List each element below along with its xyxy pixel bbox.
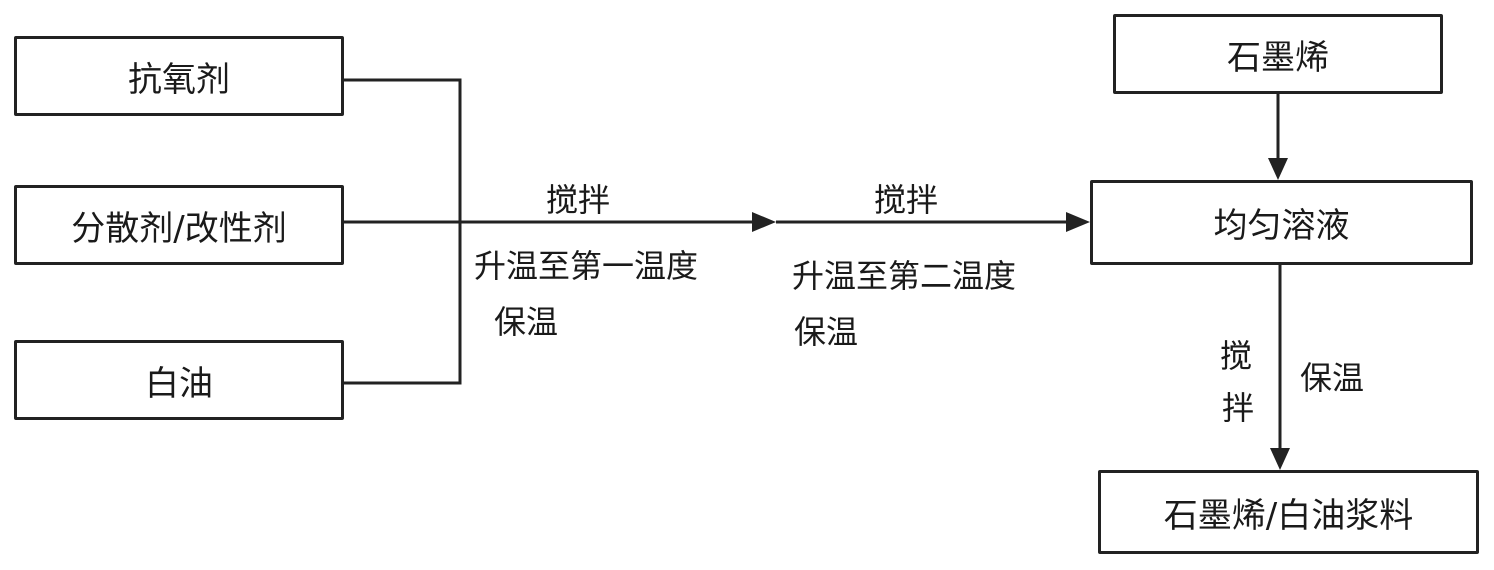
step3-stir-char1: 搅 — [1220, 337, 1253, 375]
step1-heat-label: 升温至第一温度 — [474, 247, 699, 285]
box-label: 分散剂/改性剂 — [71, 208, 287, 249]
box-label: 抗氧剂 — [128, 59, 230, 100]
box-label: 白油 — [145, 363, 213, 404]
step1-hold-label: 保温 — [494, 303, 559, 341]
uniform-solution-box: 均匀溶液 — [1090, 180, 1473, 265]
input-antioxidant-box: 抗氧剂 — [14, 36, 344, 116]
graphene-box: 石墨烯 — [1113, 14, 1443, 94]
step3-stir-char2: 拌 — [1222, 389, 1255, 427]
input-white-oil-box: 白油 — [14, 340, 344, 420]
arrowhead-icon — [1066, 212, 1090, 232]
step1-stir-label: 搅拌 — [546, 181, 611, 219]
arrowhead-icon — [1268, 158, 1288, 180]
box-label: 石墨烯/白油浆料 — [1163, 495, 1414, 536]
arrowhead-icon — [752, 212, 776, 232]
arrowhead-icon — [1270, 448, 1290, 470]
step3-hold-label: 保温 — [1300, 359, 1365, 397]
step2-heat-label: 升温至第二温度 — [792, 257, 1017, 295]
input-dispersant-box: 分散剂/改性剂 — [14, 185, 344, 265]
box-label: 均匀溶液 — [1213, 206, 1350, 246]
product-box: 石墨烯/白油浆料 — [1098, 470, 1479, 554]
step2-stir-label: 搅拌 — [874, 181, 939, 219]
step2-hold-label: 保温 — [794, 313, 859, 351]
box-label: 石墨烯 — [1227, 37, 1329, 78]
